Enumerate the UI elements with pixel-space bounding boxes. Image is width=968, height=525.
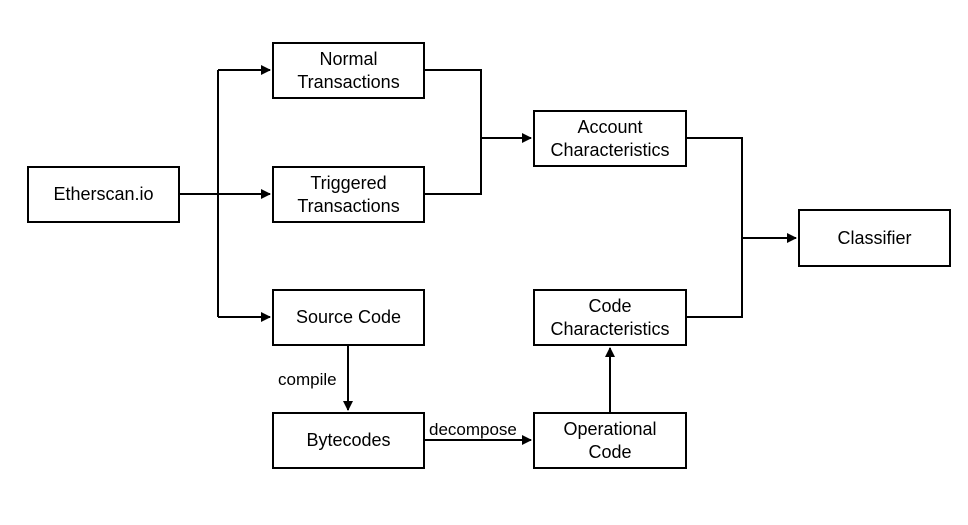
node-account-characteristics: Account Characteristics [533, 110, 687, 167]
edge-label-decompose: decompose [429, 420, 517, 439]
node-etherscan-label: Etherscan.io [53, 184, 154, 204]
node-bytecodes: Bytecodes [272, 412, 425, 469]
node-etherscan: Etherscan.io [27, 166, 180, 223]
node-triggered-transactions-label: Triggered Transactions [297, 172, 400, 216]
node-code-characteristics-label: Code Characteristics [550, 295, 670, 339]
edge-normal-to-merge [425, 69, 482, 138]
node-normal-transactions: Normal Transactions [272, 42, 425, 99]
edge-code-to-merge [687, 238, 743, 318]
edge-triggered-to-merge [425, 138, 482, 195]
node-source-code-label: Source Code [295, 307, 402, 327]
edge-label-compile: compile [278, 370, 337, 389]
node-code-characteristics: Code Characteristics [533, 289, 687, 346]
node-triggered-transactions: Triggered Transactions [272, 166, 425, 223]
node-classifier: Classifier [798, 209, 951, 267]
edge-account-to-merge [687, 137, 743, 238]
node-normal-transactions-label: Normal Transactions [297, 48, 400, 92]
node-operational-code: Operational Code [533, 412, 687, 469]
node-bytecodes-label: Bytecodes [306, 430, 391, 450]
node-source-code: Source Code [272, 289, 425, 346]
node-operational-code-label: Operational Code [563, 418, 657, 462]
node-classifier-label: Classifier [837, 227, 912, 248]
node-account-characteristics-label: Account Characteristics [550, 116, 670, 160]
